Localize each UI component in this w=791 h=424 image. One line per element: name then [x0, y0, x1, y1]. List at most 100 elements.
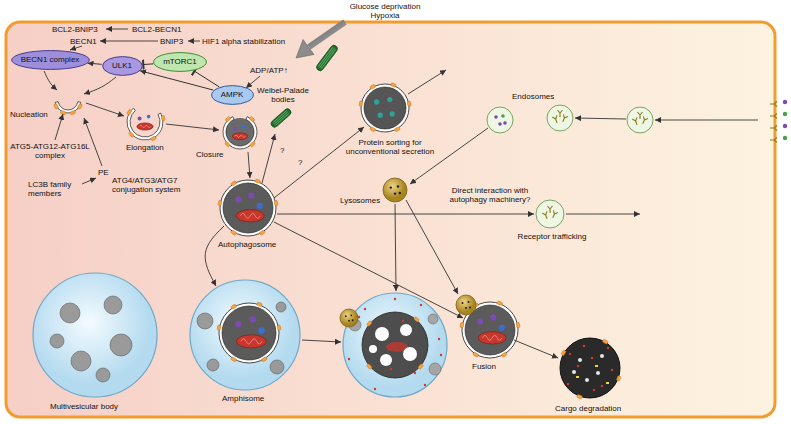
- intraluminal-vesicle: [197, 313, 213, 329]
- cargo-protein: [235, 197, 241, 203]
- inhibition-connector: [142, 63, 153, 65]
- degradation-product: [607, 347, 609, 349]
- receptor-symbol: [548, 206, 553, 213]
- label-anchor: BCL2-BNIP3: [52, 25, 98, 34]
- mitochondrion-cristae: [139, 125, 150, 128]
- lc3-marker: [277, 325, 281, 331]
- ellipse-fill: [154, 53, 207, 72]
- receptor-symbol: [770, 138, 777, 143]
- lc3-marker: [218, 200, 222, 206]
- intraluminal-vesicle: [50, 334, 64, 348]
- annotation-label: Closure: [196, 150, 224, 159]
- node-label: AMPK: [221, 90, 244, 99]
- degraded-autolysosome: [560, 338, 621, 399]
- mitochondrion: [137, 123, 153, 130]
- autophagosome-illustration: [218, 179, 278, 236]
- lc3-marker: [473, 352, 479, 357]
- label-anchor: Nucleation: [10, 110, 48, 119]
- ligand-dot: [783, 112, 787, 116]
- lysosome-enzyme: [465, 307, 467, 309]
- intraluminal-vesicle: [60, 303, 80, 323]
- annotation-label: Fusion: [472, 362, 496, 371]
- amphisome-membrane: [190, 280, 300, 390]
- lc3-marker: [407, 101, 411, 107]
- membrane-break: [369, 345, 377, 353]
- label-anchor: Receptor trafficking: [512, 232, 592, 241]
- arrow-line: [274, 127, 364, 198]
- degradation-product: [611, 369, 613, 371]
- annotation-label: Direct interaction with autophagy machin…: [440, 186, 540, 204]
- annotation-label: Hypoxia: [335, 11, 435, 20]
- lc3-marker: [231, 304, 237, 309]
- lysosome-enzyme: [462, 302, 464, 304]
- degradation-product: [390, 368, 392, 370]
- arrow-line: [82, 178, 96, 184]
- ellipse-fill: [11, 51, 89, 70]
- annotation-label: ?: [280, 146, 284, 155]
- intraluminal-vesicle: [71, 351, 91, 371]
- cargo-protein: [257, 203, 263, 209]
- mitochondrion: [232, 133, 247, 140]
- mitochondrion-cristae: [482, 335, 502, 340]
- ligand-dot: [783, 136, 787, 140]
- weibel-palade-body: [270, 107, 293, 128]
- cargo-fragment: [585, 378, 589, 382]
- endosome-membrane: [536, 200, 564, 228]
- node-label: BECN1 complex: [21, 55, 80, 64]
- wpb-tubule: [320, 48, 334, 67]
- label-anchor: Direct interaction with autophagy machin…: [440, 186, 540, 204]
- amphisome-illustration: [190, 280, 300, 390]
- arrow-line: [262, 134, 275, 183]
- cargo-protein: [248, 192, 254, 198]
- lc3-marker: [418, 364, 424, 370]
- endosome-illustration: [627, 107, 653, 133]
- lysosome-enzyme: [399, 192, 401, 194]
- cargo-protein: [387, 97, 392, 102]
- wpb-tubule: [321, 49, 335, 68]
- cargo-protein: [249, 316, 256, 323]
- lc3-marker: [616, 375, 621, 381]
- intraluminal-vesicle: [207, 359, 219, 371]
- elongating-phagophore: [127, 108, 166, 141]
- label-anchor: Glucose deprivation: [335, 2, 435, 11]
- intraluminal-vesicle: [428, 314, 438, 324]
- lysosome-illustration: [340, 309, 358, 327]
- annotation-label: Amphisome: [222, 394, 264, 403]
- cargo-protein: [374, 99, 379, 104]
- annotation-label: BNIP3: [160, 37, 183, 46]
- autolysosome-membrane: [560, 338, 620, 398]
- intraluminal-vesicle: [429, 363, 441, 375]
- signal-ellipse: BECN1 complex: [11, 50, 90, 70]
- arrow-line: [274, 222, 463, 318]
- closing-phagophore: [223, 116, 257, 149]
- lc3-marker: [77, 103, 82, 109]
- lc3-marker: [231, 357, 237, 362]
- degradation-product: [424, 384, 426, 386]
- label-anchor: ATG5-ATG12-ATG16L complex: [8, 142, 92, 160]
- annotation-label: BECN1: [70, 37, 97, 46]
- cargo-protein: [499, 325, 505, 331]
- endosome-illustration: [536, 200, 564, 228]
- lc3-marker: [249, 116, 255, 122]
- arrow-line: [55, 114, 63, 140]
- endosome-membrane: [627, 107, 653, 133]
- lysosome-enzyme: [390, 186, 392, 188]
- annotation-label: Cargo degradation: [555, 404, 621, 413]
- cargo-protein: [147, 115, 151, 119]
- inhibition-connector: [194, 71, 220, 87]
- degradation-product: [402, 320, 404, 322]
- annotation-label: BCL2-BECN1: [132, 25, 181, 34]
- autophagosome-illustration: [359, 83, 411, 132]
- label-anchor: BECN1: [70, 37, 97, 46]
- lc3-marker: [256, 302, 262, 307]
- lc3-marker: [414, 316, 420, 322]
- lc3-marker: [217, 325, 221, 331]
- label-anchor: Elongation: [126, 143, 164, 152]
- receptor-symbol: [558, 110, 563, 117]
- stress-arrow: [296, 22, 345, 58]
- degradation-product: [593, 389, 595, 391]
- ellipse-fill: [211, 86, 253, 105]
- annotation-label: Nucleation: [10, 110, 48, 119]
- receptor-symbol: [560, 114, 567, 122]
- lc3-marker: [497, 301, 503, 306]
